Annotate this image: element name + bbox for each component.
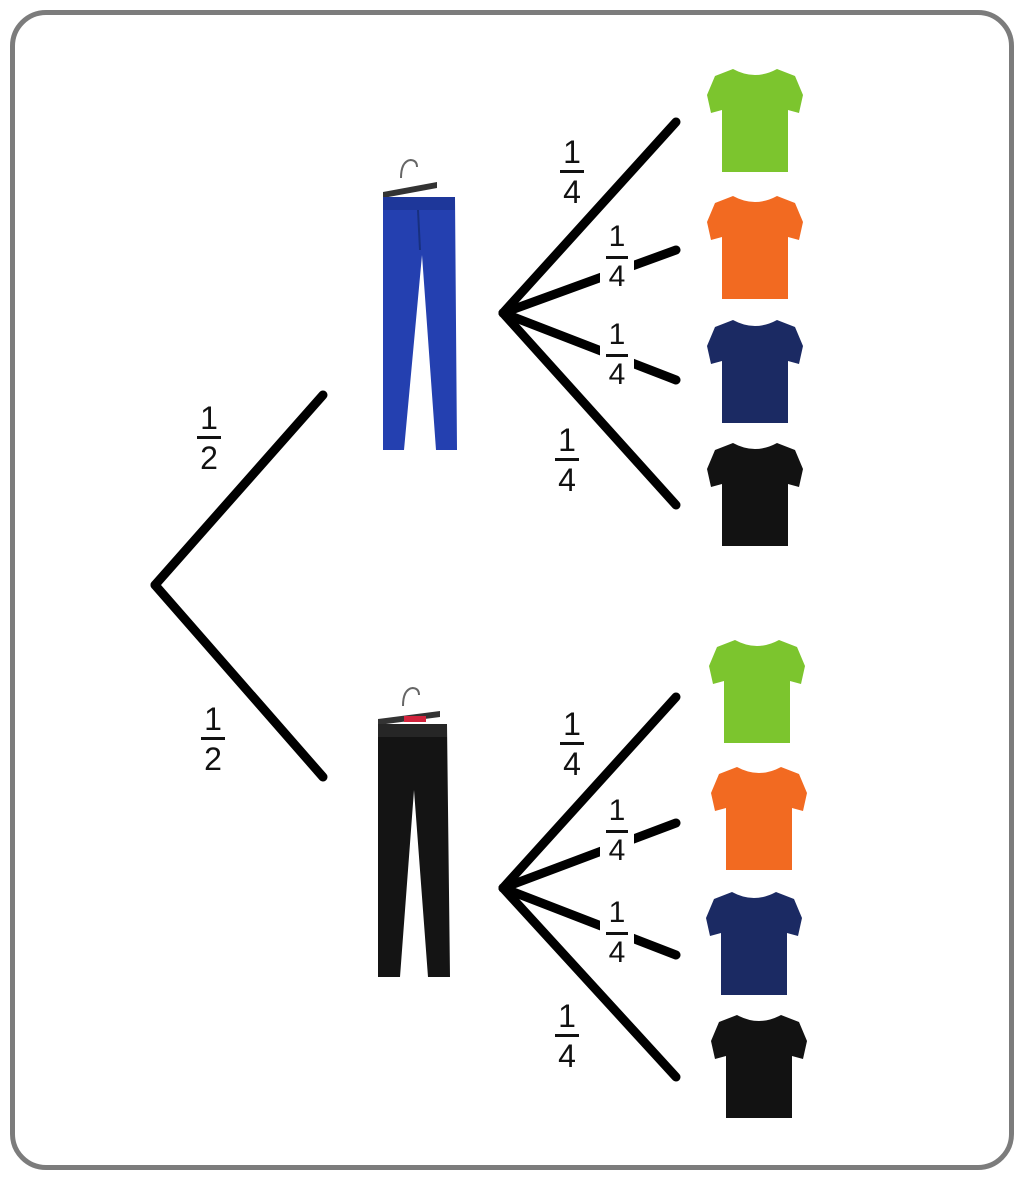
prob-label-black-green: 1 4 [552, 708, 592, 780]
branch-line-blue-green [498, 117, 681, 318]
blue-jeans-icon [383, 159, 457, 450]
orange-tshirt-icon [711, 767, 807, 870]
prob-denominator: 4 [558, 462, 576, 498]
prob-numerator: 1 [204, 701, 222, 737]
prob-label-first-bottom: 1 2 [193, 703, 233, 775]
prob-numerator: 1 [608, 220, 626, 253]
prob-denominator: 4 [608, 260, 626, 293]
branch-line-black-green [498, 692, 681, 893]
prob-denominator: 4 [608, 834, 626, 867]
prob-label-black-black: 1 4 [547, 1000, 587, 1072]
navy-tshirt-icon [706, 892, 802, 995]
prob-numerator: 1 [608, 794, 626, 827]
fraction-bar [606, 932, 628, 935]
diagram-frame [10, 10, 1014, 1170]
branch-line-top [150, 390, 328, 590]
prob-numerator: 1 [563, 706, 581, 742]
branch-line-blue-orange [498, 245, 681, 318]
prob-label-blue-orange: 1 4 [600, 222, 634, 294]
prob-numerator: 1 [563, 134, 581, 170]
fraction-bar [201, 737, 225, 740]
branch-line-blue-navy [498, 308, 681, 385]
black-tshirt-icon [711, 1015, 807, 1118]
prob-label-first-top: 1 2 [189, 402, 229, 474]
prob-denominator: 2 [204, 741, 222, 777]
navy-tshirt-icon [707, 320, 803, 423]
prob-numerator: 1 [200, 400, 218, 436]
prob-denominator: 4 [558, 1038, 576, 1074]
prob-numerator: 1 [558, 998, 576, 1034]
branch-line-black-black [498, 883, 681, 1082]
prob-denominator: 4 [608, 936, 626, 969]
black-jeans-icon [378, 687, 450, 977]
prob-denominator: 4 [608, 358, 626, 391]
prob-label-blue-green: 1 4 [552, 136, 592, 208]
fraction-bar [560, 170, 584, 173]
fraction-bar [606, 354, 628, 357]
prob-denominator: 2 [200, 440, 218, 476]
fraction-bar [555, 458, 579, 461]
branch-line-bottom [150, 580, 328, 782]
prob-label-black-orange: 1 4 [600, 796, 634, 868]
prob-denominator: 4 [563, 746, 581, 782]
prob-label-blue-navy: 1 4 [600, 320, 634, 392]
prob-label-blue-black: 1 4 [547, 424, 587, 496]
prob-numerator: 1 [608, 318, 626, 351]
branch-line-blue-black [498, 308, 681, 510]
branch-line-black-navy [498, 883, 681, 960]
prob-numerator: 1 [558, 422, 576, 458]
fraction-bar [606, 830, 628, 833]
green-tshirt-icon [707, 69, 803, 172]
black-tshirt-icon [707, 443, 803, 546]
green-tshirt-icon [709, 640, 805, 743]
fraction-bar [197, 436, 221, 439]
prob-label-black-navy: 1 4 [600, 898, 634, 970]
fraction-bar [560, 742, 584, 745]
prob-denominator: 4 [563, 174, 581, 210]
orange-tshirt-icon [707, 196, 803, 299]
fraction-bar [555, 1034, 579, 1037]
branch-line-black-orange [498, 818, 681, 893]
fraction-bar [606, 256, 628, 259]
prob-numerator: 1 [608, 896, 626, 929]
